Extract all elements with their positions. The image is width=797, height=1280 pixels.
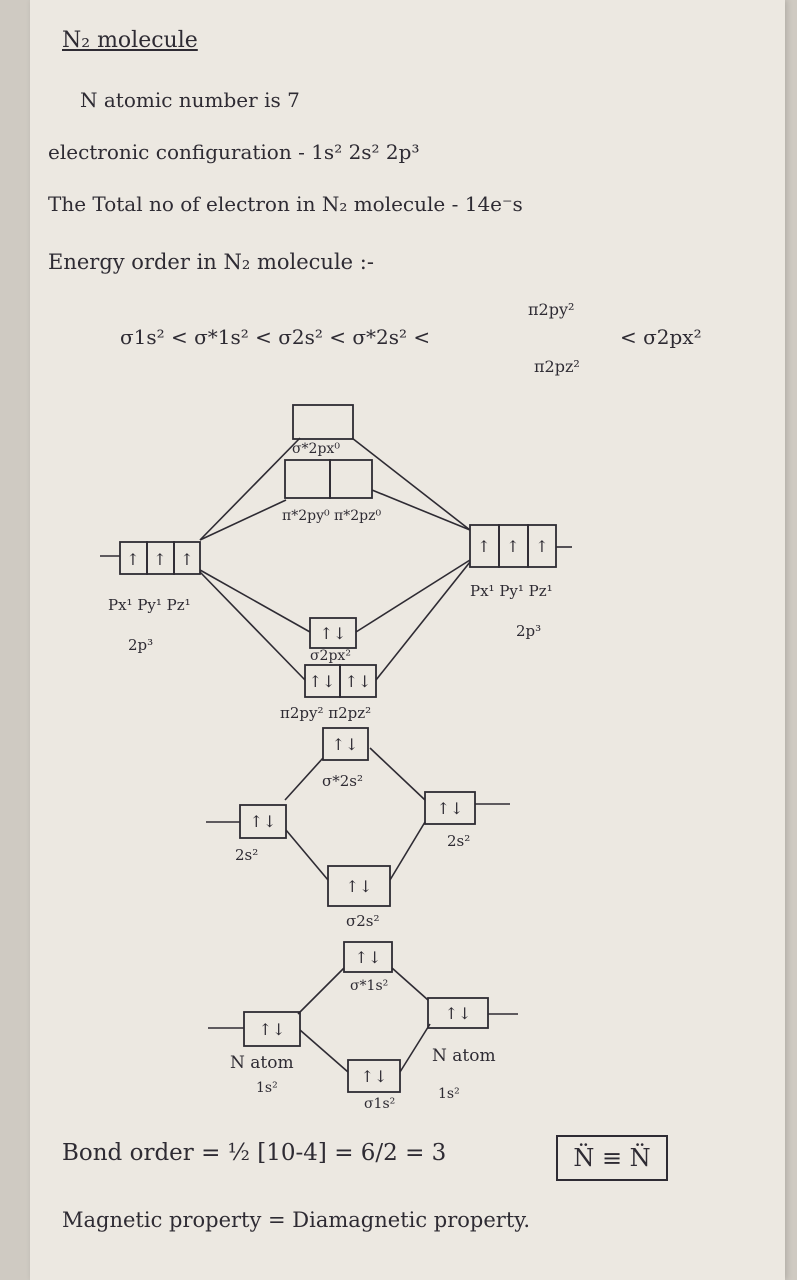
label-left-atom: N atom xyxy=(230,1053,294,1073)
left-py-arrow: ↑ xyxy=(153,550,166,569)
pi-2py-arrow: ↑↓ xyxy=(309,672,336,691)
label-sigma-2s: σ2s² xyxy=(346,912,380,930)
right-pz-arrow: ↑ xyxy=(535,537,548,556)
sigma-2px-arrow: ↑↓ xyxy=(320,624,347,643)
left-pz-arrow: ↑ xyxy=(180,550,193,569)
label-right-atom: N atom xyxy=(432,1046,496,1066)
bond-order-line: Bond order = ½ [10-4] = 6/2 = 3 xyxy=(62,1140,447,1166)
label-sigma-star-1s: σ*1s² xyxy=(350,978,389,994)
left-2s-arrow: ↑↓ xyxy=(250,812,277,831)
label-sigma-star-2px: σ*2px⁰ xyxy=(292,441,340,457)
energy-order-lower: π2pz² xyxy=(534,357,580,376)
bullet-energy-order: Energy order in N₂ molecule :- xyxy=(48,250,374,274)
label-left-2p: 2p³ xyxy=(128,636,154,654)
lewis-structure-box: N̈ ≡ N̈ xyxy=(556,1135,668,1181)
energy-order-sequence: σ1s² < σ*1s² < σ2s² < σ*2s² < xyxy=(120,325,431,349)
left-1s-arrow: ↑↓ xyxy=(259,1020,286,1039)
magnetic-property-line: Magnetic property = Diamagnetic property… xyxy=(62,1208,531,1232)
label-sigma-star-2s: σ*2s² xyxy=(322,772,363,790)
connector-lines xyxy=(100,437,572,1073)
bullet-configuration: electronic configuration - 1s² 2s² 2p³ xyxy=(48,140,420,164)
sigma-star-1s-arrow: ↑↓ xyxy=(355,948,382,967)
label-pi-star-2p: π*2py⁰ π*2pz⁰ xyxy=(282,508,382,524)
sigma-2px-box xyxy=(309,617,357,649)
right-2s-box xyxy=(424,791,476,825)
right-py-arrow: ↑ xyxy=(506,537,519,556)
right-1s-box xyxy=(427,997,489,1029)
right-px-arrow: ↑ xyxy=(477,537,490,556)
label-right-1s: 1s² xyxy=(438,1086,460,1102)
left-2s-box xyxy=(239,804,287,839)
label-sigma-2px: σ2px² xyxy=(310,648,351,664)
sigma-star-1s-box xyxy=(343,941,393,973)
pi-star-2py-box xyxy=(284,459,331,499)
right-1s-arrow: ↑↓ xyxy=(445,1004,472,1023)
left-1s-box xyxy=(243,1011,301,1047)
right-2s-arrow: ↑↓ xyxy=(437,799,464,818)
sigma-1s-arrow: ↑↓ xyxy=(361,1067,388,1086)
electron-arrows: ↑ ↑ ↑ ↑ ↑ ↑ ↑↓ ↑↓ ↑↓ ↑↓ ↑↓ ↑↓ ↑↓ ↑↓ ↑↓ ↑… xyxy=(126,537,548,1086)
label-left-1s: 1s² xyxy=(256,1080,278,1096)
sigma-star-2s-arrow: ↑↓ xyxy=(332,735,359,754)
label-right-2p: 2p³ xyxy=(516,622,542,640)
label-right-p-orbitals: Px¹ Py¹ Pz¹ xyxy=(470,582,553,600)
bullet-total-electrons: The Total no of electron in N₂ molecule … xyxy=(48,192,523,216)
label-right-2s: 2s² xyxy=(447,832,471,850)
page-title: N₂ molecule xyxy=(62,28,198,53)
orbital-boxes xyxy=(119,404,557,1093)
label-left-p-orbitals: Px¹ Py¹ Pz¹ xyxy=(108,596,191,614)
label-sigma-1s: σ1s² xyxy=(364,1096,396,1112)
sigma-2s-box xyxy=(327,865,391,907)
energy-order-upper: π2py² xyxy=(528,300,575,319)
label-left-2s: 2s² xyxy=(235,846,259,864)
sigma-1s-box xyxy=(347,1059,401,1093)
pi-2pz-arrow: ↑↓ xyxy=(345,672,372,691)
lewis-structure: N̈ ≡ N̈ xyxy=(573,1144,651,1172)
bullet-atomic-number: N atomic number is 7 xyxy=(80,88,300,112)
energy-order-last: < σ2px² xyxy=(620,325,702,349)
label-pi-2p: π2py² π2pz² xyxy=(280,704,372,722)
sigma-2s-arrow: ↑↓ xyxy=(346,877,373,896)
pi-star-2pz-box xyxy=(329,459,373,499)
right-pz-box xyxy=(527,524,557,568)
sigma-star-2px-box xyxy=(292,404,354,440)
left-px-arrow: ↑ xyxy=(126,550,139,569)
pi-2pz-box xyxy=(339,664,377,698)
sigma-star-2s-box xyxy=(322,727,369,761)
left-pz-box xyxy=(173,541,201,575)
